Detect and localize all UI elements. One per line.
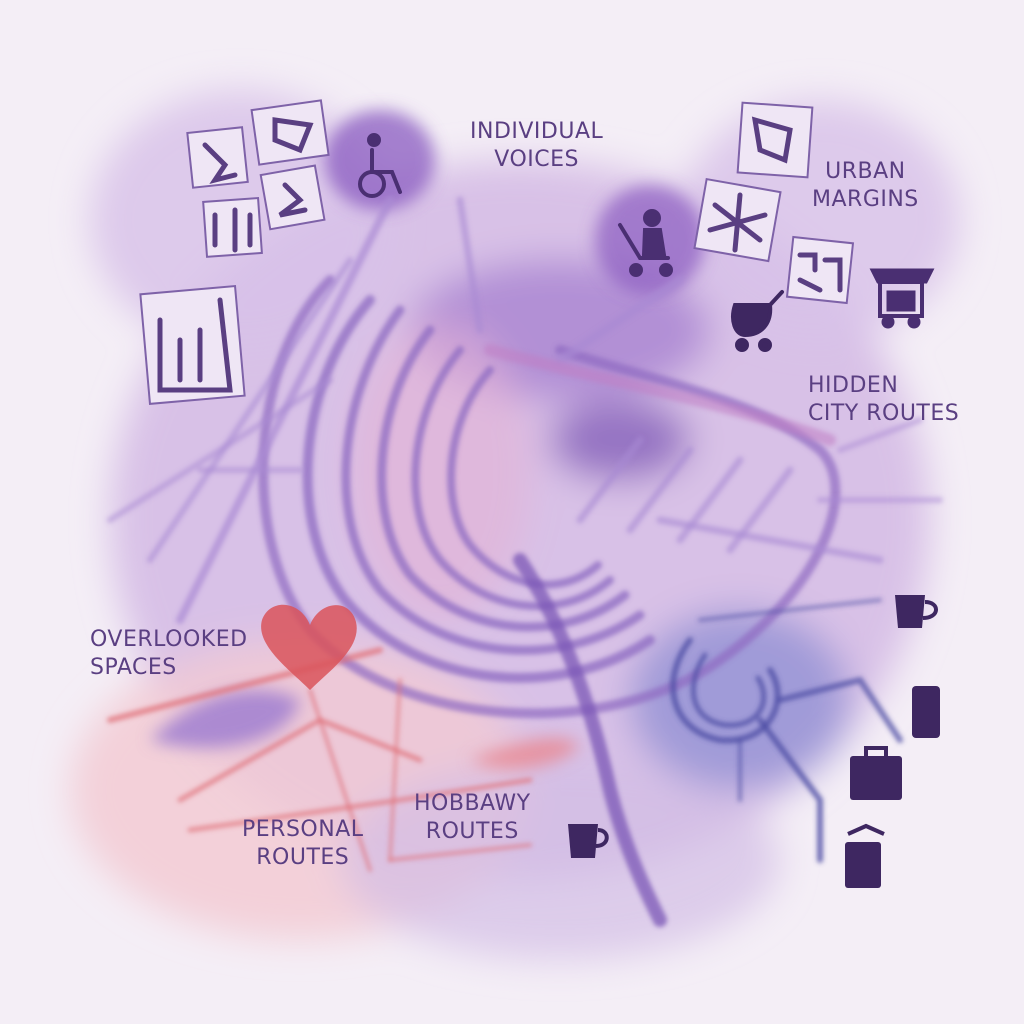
wash-dark-center bbox=[550, 400, 690, 480]
top-river bbox=[484, 344, 836, 446]
streets bbox=[107, 196, 943, 624]
blue-branch-1 bbox=[757, 717, 823, 863]
street-w-1 bbox=[107, 377, 333, 523]
cup-icon-2 bbox=[568, 824, 609, 858]
canal-ring-4 bbox=[411, 346, 614, 611]
central-avenue bbox=[513, 553, 667, 927]
suitcase-icon bbox=[850, 746, 902, 800]
tile-8 bbox=[785, 235, 855, 305]
blue-branch-3 bbox=[698, 598, 882, 622]
street-nw-2 bbox=[147, 257, 353, 563]
tile-sketch-8 bbox=[797, 252, 843, 293]
tile-sketches-right bbox=[707, 116, 843, 293]
bin-icon-2 bbox=[845, 823, 885, 888]
label-urban-margins: URBAN MARGINS bbox=[812, 159, 919, 212]
tile-sketch-7 bbox=[707, 192, 768, 253]
tile-6 bbox=[736, 101, 814, 179]
red-route-6 bbox=[388, 678, 402, 862]
label-overlooked-spaces: OVERLOOKED SPACES bbox=[90, 627, 248, 680]
label-individual-voices: INDIVIDUAL VOICES bbox=[470, 119, 604, 172]
canal-ring-1 bbox=[302, 295, 655, 683]
tile-sketch-5 bbox=[157, 297, 233, 393]
tile-sketch-6 bbox=[751, 116, 793, 164]
label-hobbawy-routes: HOBBAWY ROUTES bbox=[414, 791, 531, 844]
street-comb-3 bbox=[676, 456, 744, 544]
label-personal-routes: PERSONAL ROUTES bbox=[242, 817, 364, 870]
cup-icon bbox=[895, 595, 938, 628]
canal-ring-5 bbox=[447, 366, 602, 589]
personal-routes bbox=[107, 647, 533, 872]
blue-ring-2 bbox=[690, 652, 767, 728]
baby-carriage-icon bbox=[731, 290, 784, 352]
tile-sketch-2 bbox=[272, 117, 314, 154]
canal-ring-2 bbox=[341, 305, 645, 655]
tile-5 bbox=[139, 284, 246, 405]
stroller-icon bbox=[618, 209, 673, 277]
street-ne bbox=[555, 275, 685, 365]
heart-icon bbox=[261, 604, 357, 690]
street-east-1 bbox=[656, 516, 884, 564]
blot-lower-left-streak bbox=[150, 690, 300, 748]
bin-icon bbox=[912, 686, 940, 738]
tile-sketch-1 bbox=[202, 142, 238, 184]
blue-ring-1 bbox=[670, 637, 781, 744]
red-route-4 bbox=[388, 843, 532, 862]
street-comb-2 bbox=[626, 446, 694, 534]
blot-wheelchair bbox=[325, 110, 435, 210]
market-cart-icon bbox=[869, 268, 935, 329]
tile-sketch-3 bbox=[212, 207, 253, 253]
tile-sketches-left bbox=[157, 117, 314, 393]
red-route-3 bbox=[187, 777, 533, 833]
label-hidden-city-routes: HIDDEN CITY ROUTES bbox=[808, 373, 960, 426]
wash-bottom bbox=[340, 760, 780, 960]
tile-4 bbox=[259, 164, 326, 231]
street-comb-4 bbox=[726, 466, 794, 554]
wheelchair-icon bbox=[358, 133, 402, 198]
red-route-5 bbox=[308, 688, 372, 872]
wash-blue-right bbox=[630, 610, 850, 790]
street-east-3 bbox=[837, 417, 923, 453]
street-north bbox=[456, 196, 484, 334]
street-comb-1 bbox=[576, 436, 644, 524]
tile-sketch-4 bbox=[278, 182, 308, 218]
blue-district bbox=[670, 598, 903, 863]
blue-branch-2 bbox=[777, 676, 903, 743]
tile-2 bbox=[250, 99, 330, 166]
blot-red-streak bbox=[470, 737, 580, 769]
